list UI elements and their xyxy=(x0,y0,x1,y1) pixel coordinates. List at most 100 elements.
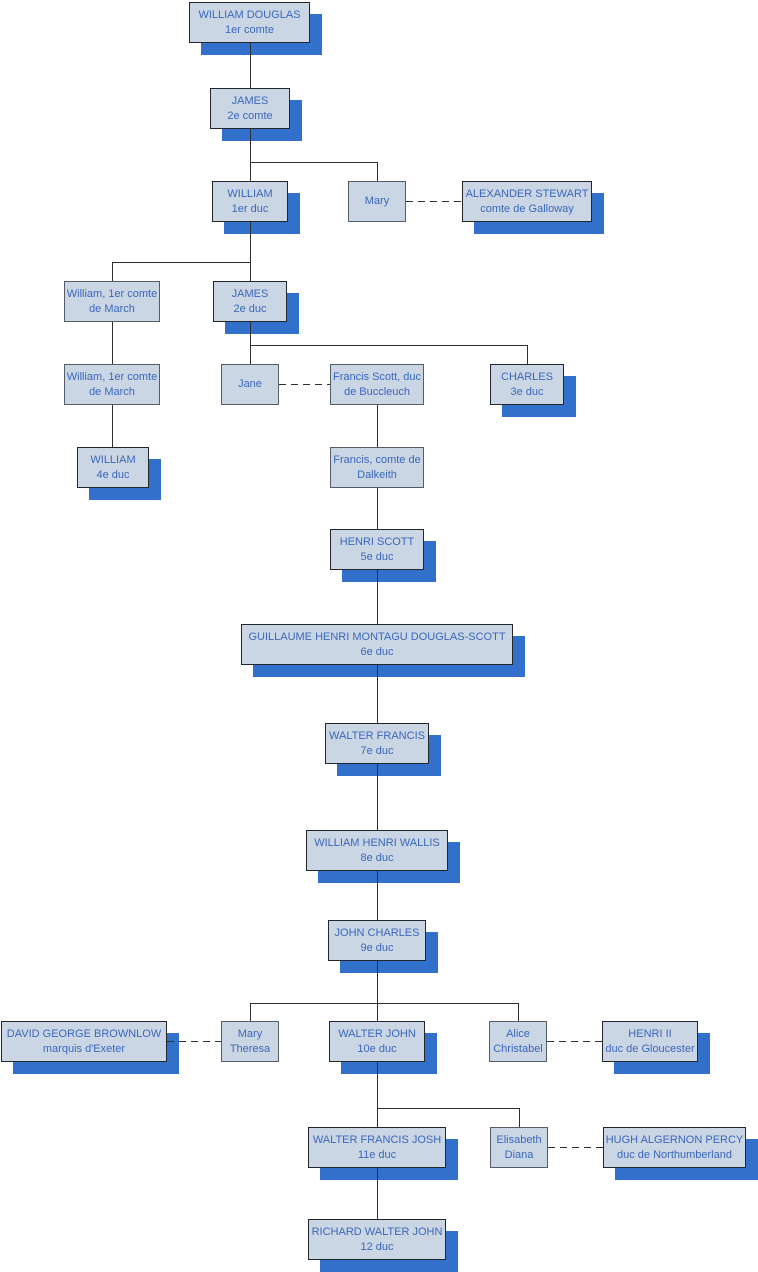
person-title: 7e duc xyxy=(360,744,394,757)
person-title: 6e duc xyxy=(360,645,394,658)
descent-connector-line xyxy=(112,262,251,263)
person-title: 5e duc xyxy=(360,550,394,563)
person-name: ALEXANDER STEWART xyxy=(465,187,589,200)
node-william-douglas-1er-comte: WILLIAM DOUGLAS 1er comte xyxy=(189,2,310,43)
person-name: HENRI II xyxy=(628,1027,672,1040)
descent-connector-line xyxy=(250,1003,519,1004)
person-name: Jane xyxy=(238,378,262,390)
person-name: HUGH ALGERNON PERCY xyxy=(605,1133,744,1146)
person-name: Francis, comte de xyxy=(333,453,421,466)
descent-connector-line xyxy=(518,1003,519,1021)
descent-connector-line xyxy=(377,162,378,181)
person-title: marquis d'Exeter xyxy=(42,1042,126,1055)
person-name: WILLIAM HENRI WALLIS xyxy=(314,836,440,849)
descent-connector-line xyxy=(250,43,251,88)
person-title: 1er comte xyxy=(225,23,274,36)
person-title: 2e comte xyxy=(227,109,273,122)
node-walter-francis-7e-duc: WALTER FRANCIS 7e duc xyxy=(325,723,429,764)
person-name: JOHN CHARLES xyxy=(334,926,420,939)
person-name: Elisabeth xyxy=(496,1133,542,1146)
person-title: de Buccleuch xyxy=(343,385,411,398)
descent-connector-line xyxy=(377,1108,378,1127)
descent-connector-line xyxy=(250,129,251,163)
person-title: 11e duc xyxy=(357,1148,397,1161)
person-title: Christabel xyxy=(493,1042,543,1055)
person-title: duc de Gloucester xyxy=(605,1042,695,1055)
person-name: JAMES xyxy=(231,287,269,300)
descent-connector-line xyxy=(377,1108,520,1109)
descent-connector-line xyxy=(377,488,378,529)
node-henri-scott-5e-duc: HENRI SCOTT 5e duc xyxy=(330,529,424,570)
person-title: 12 duc xyxy=(360,1240,394,1253)
descent-connector-line xyxy=(377,570,378,624)
descent-connector-line xyxy=(519,1108,520,1127)
node-charles-3e-duc: CHARLES 3e duc xyxy=(490,364,564,405)
person-name: WALTER FRANCIS JOSH xyxy=(312,1133,442,1146)
marriage-dashed-line xyxy=(547,1041,602,1042)
descent-connector-line xyxy=(377,1062,378,1109)
node-walter-francis-josh-11e-duc: WALTER FRANCIS JOSH 11e duc xyxy=(308,1127,446,1168)
marriage-dashed-line xyxy=(167,1041,221,1042)
person-title: Diana xyxy=(504,1148,534,1161)
person-name: RICHARD WALTER JOHN xyxy=(311,1225,443,1238)
descent-connector-line xyxy=(250,262,251,281)
node-william-1er-comte-de-march-2: William, 1er comte de March xyxy=(64,364,160,405)
descent-connector-line xyxy=(377,665,378,723)
marriage-dashed-line xyxy=(279,384,330,385)
person-name: WALTER FRANCIS xyxy=(329,729,425,742)
person-name: WILLIAM DOUGLAS xyxy=(198,8,301,21)
descent-connector-line xyxy=(527,345,528,364)
person-name: HENRI SCOTT xyxy=(339,535,415,548)
person-name: JAMES xyxy=(231,94,269,107)
person-title: comte de Galloway xyxy=(480,202,574,215)
person-name: WALTER JOHN xyxy=(338,1027,416,1040)
descent-connector-line xyxy=(250,1003,251,1021)
person-title: 3e duc xyxy=(510,385,544,398)
node-david-george-brownlow: DAVID GEORGE BROWNLOW marquis d'Exeter xyxy=(1,1021,167,1062)
person-name: William, 1er comte xyxy=(66,370,158,383)
descent-connector-line xyxy=(250,222,251,263)
person-title: 8e duc xyxy=(360,851,394,864)
person-title: Theresa xyxy=(229,1042,271,1055)
descent-connector-line xyxy=(250,345,528,346)
person-name: Mary xyxy=(364,195,390,207)
node-richard-walter-john-12-duc: RICHARD WALTER JOHN 12 duc xyxy=(308,1219,446,1260)
person-title: 1er duc xyxy=(231,202,269,215)
descent-connector-line xyxy=(250,162,251,181)
descent-connector-line xyxy=(377,871,378,920)
person-title: 9e duc xyxy=(360,941,394,954)
person-name: WILLIAM xyxy=(227,187,273,200)
person-title: 2e duc xyxy=(233,302,267,315)
descent-connector-line xyxy=(112,322,113,364)
descent-connector-line xyxy=(377,961,378,1004)
person-name: DAVID GEORGE BROWNLOW xyxy=(6,1027,162,1040)
node-henri-ii: HENRI II duc de Gloucester xyxy=(602,1021,698,1062)
node-william-henri-wallis-8e-duc: WILLIAM HENRI WALLIS 8e duc xyxy=(306,830,448,871)
descent-connector-line xyxy=(112,262,113,281)
person-name: WILLIAM xyxy=(90,453,136,466)
node-james-2e-comte: JAMES 2e comte xyxy=(210,88,290,129)
person-title: duc de Northumberland xyxy=(617,1148,732,1161)
node-mary: Mary xyxy=(348,181,406,222)
marriage-dashed-line xyxy=(548,1147,603,1148)
descent-connector-line xyxy=(377,1003,378,1021)
node-william-1er-duc: WILLIAM 1er duc xyxy=(212,181,288,222)
person-title: Dalkeith xyxy=(357,468,397,481)
person-title: 4e duc xyxy=(96,468,130,481)
person-title: de March xyxy=(89,385,135,398)
person-name: Mary xyxy=(237,1027,263,1040)
person-name: GUILLAUME HENRI MONTAGU DOUGLAS-SCOTT xyxy=(248,630,506,643)
node-alexander-stewart: ALEXANDER STEWART comte de Galloway xyxy=(462,181,592,222)
person-name: Alice xyxy=(506,1027,530,1040)
person-title: 10e duc xyxy=(357,1042,397,1055)
node-jane: Jane xyxy=(221,364,279,405)
node-guillaume-6e-duc: GUILLAUME HENRI MONTAGU DOUGLAS-SCOTT 6e … xyxy=(241,624,513,665)
node-hugh-algernon-percy: HUGH ALGERNON PERCY duc de Northumberland xyxy=(603,1127,746,1168)
node-william-4e-duc: WILLIAM 4e duc xyxy=(77,447,149,488)
person-name: CHARLES xyxy=(501,370,553,383)
